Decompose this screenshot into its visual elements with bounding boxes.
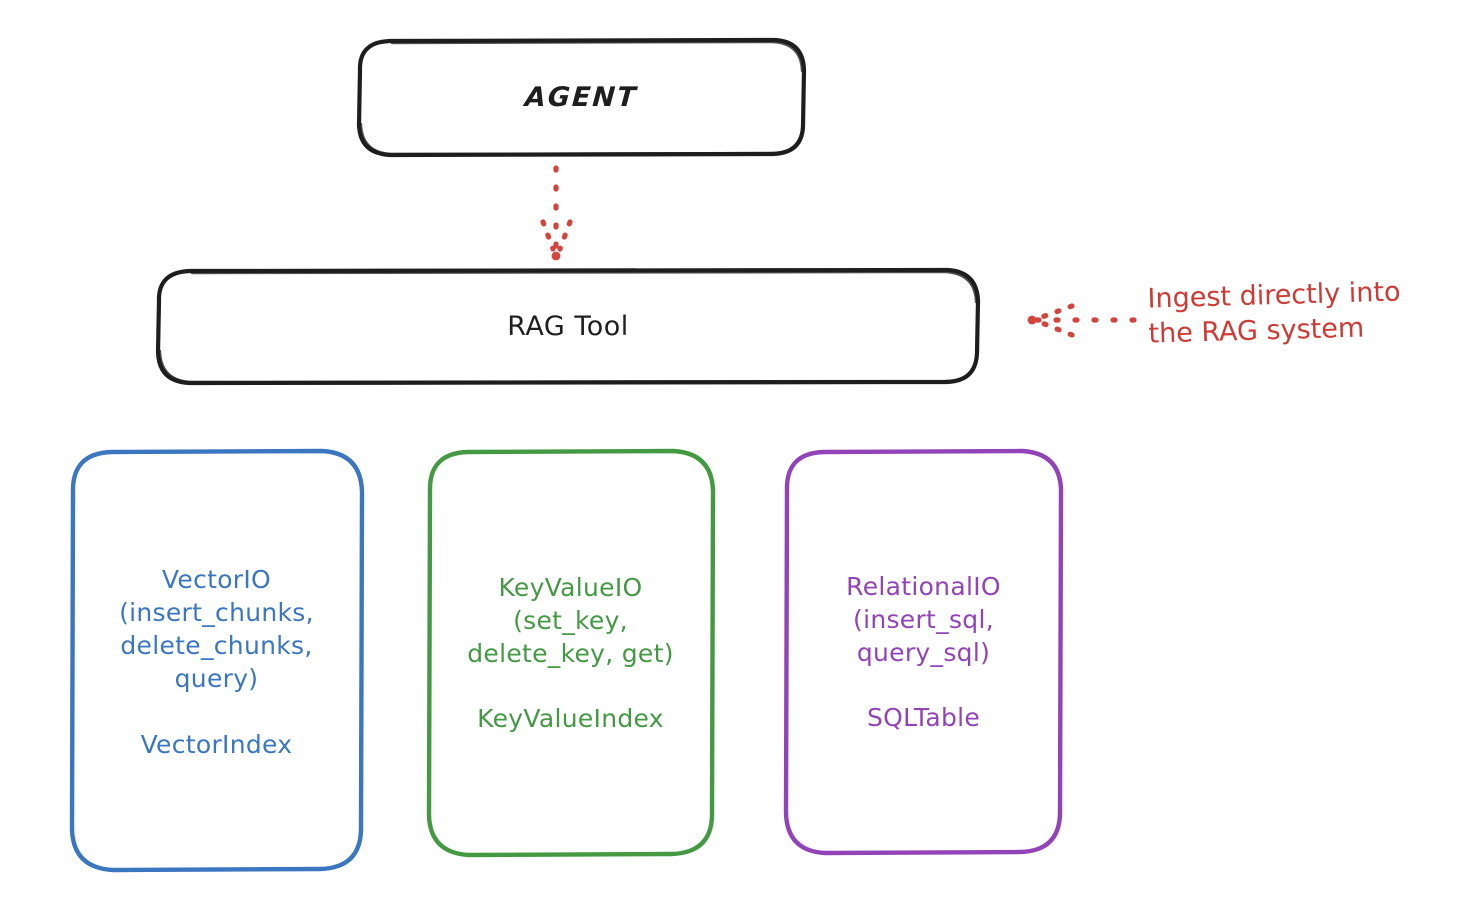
agent-to-rag-connector xyxy=(540,165,573,261)
relational-io-box-outline xyxy=(783,448,1064,856)
rag-tool-node[interactable]: RAG Tool xyxy=(157,270,979,383)
relational-io-node[interactable]: RelationalIO (insert_sql, query_sql) SQL… xyxy=(786,450,1061,852)
vector-io-title: VectorIO (insert_chunks, delete_chunks, … xyxy=(119,564,314,694)
agent-box-sketch-overlay xyxy=(359,40,805,156)
vector-io-box-outline xyxy=(69,448,365,873)
ingest-to-rag-connector xyxy=(1027,303,1137,338)
rag-tool-label: RAG Tool xyxy=(507,311,629,342)
rag-tool-box-sketch-overlay xyxy=(158,270,979,384)
agent-label: AGENT xyxy=(523,82,639,113)
relational-io-title: RelationalIO (insert_sql, query_sql) xyxy=(846,571,1001,668)
ingest-annotation-text: Ingest directly into the RAG system xyxy=(1147,276,1401,350)
vector-io-subtitle: VectorIndex xyxy=(140,729,293,759)
vector-io-node[interactable]: VectorIO (insert_chunks, delete_chunks, … xyxy=(70,450,363,871)
key-value-io-node[interactable]: KeyValueIO (set_key, delete_key, get) Ke… xyxy=(428,450,713,854)
key-value-io-subtitle: KeyValueIndex xyxy=(477,704,664,734)
key-value-io-box-outline xyxy=(426,448,716,858)
key-value-io-title: KeyValueIO (set_key, delete_key, get) xyxy=(467,572,674,669)
agent-node[interactable]: AGENT xyxy=(358,40,804,155)
relational-io-subtitle: SQLTable xyxy=(866,703,981,733)
